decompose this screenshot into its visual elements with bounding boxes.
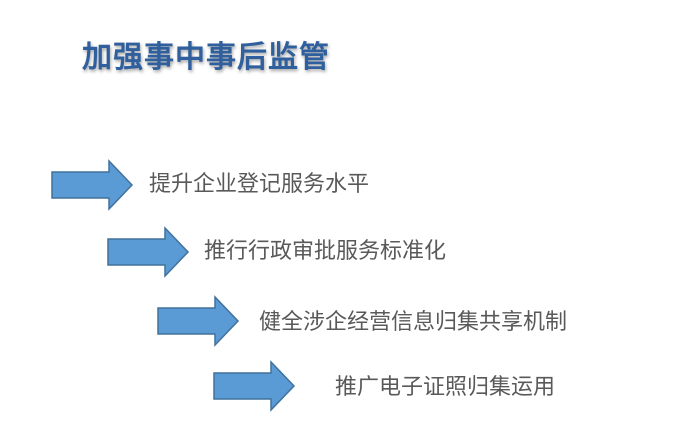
bullet-text: 推广电子证照归集运用 bbox=[335, 375, 556, 400]
bullet-text: 提升企业登记服务水平 bbox=[149, 172, 370, 197]
bullet-text: 健全涉企经营信息归集共享机制 bbox=[259, 310, 568, 335]
right-arrow-icon bbox=[51, 159, 134, 211]
bullet-text: 推行行政审批服务标准化 bbox=[204, 239, 447, 264]
right-arrow-icon bbox=[107, 226, 190, 278]
slide-title: 加强事中事后监管 bbox=[82, 40, 330, 75]
right-arrow-icon bbox=[213, 360, 296, 412]
right-arrow-icon bbox=[157, 295, 240, 347]
